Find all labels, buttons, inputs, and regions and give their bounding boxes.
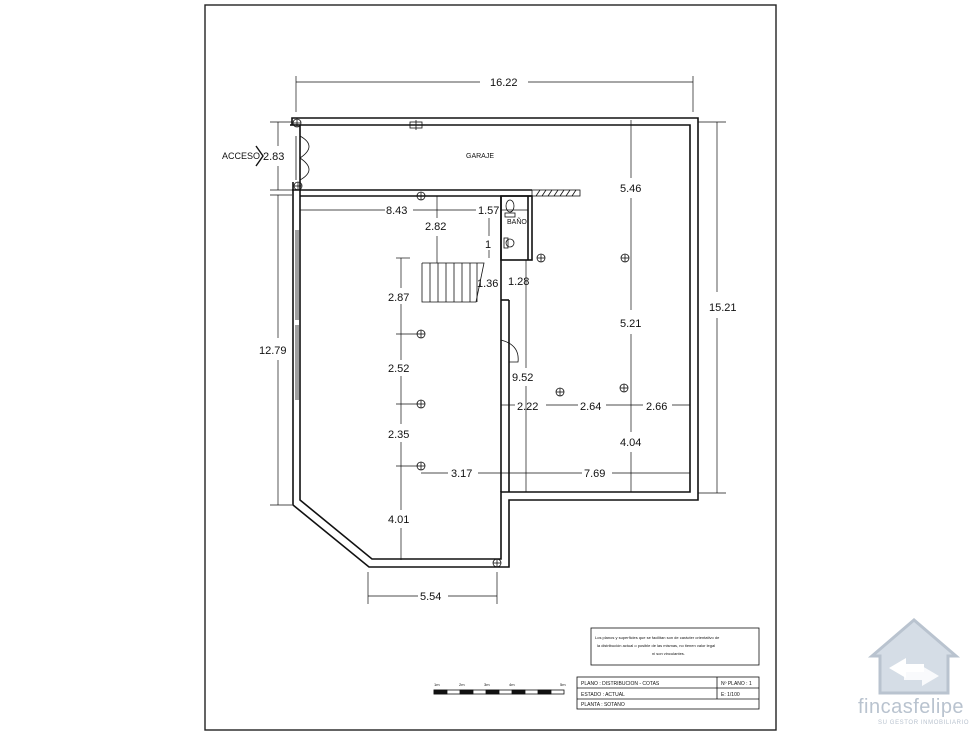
dim-right-height: 15.21 — [709, 302, 737, 314]
disclaimer-line: ni son vinculantes. — [652, 651, 685, 656]
brand-name: fincasfelipe — [858, 696, 965, 718]
left-windows — [295, 230, 299, 400]
label-garage: GARAJE — [466, 153, 494, 160]
dim-access-width: 2.83 — [263, 151, 284, 163]
sheet-frame — [204, 4, 777, 731]
disclaimer-box — [590, 627, 760, 666]
dim-left-height: 12.79 — [259, 345, 287, 357]
dim-span-c: 2.66 — [646, 401, 667, 413]
column-marker — [619, 383, 629, 393]
bath-fixtures — [503, 199, 516, 249]
access-arrow-icon — [255, 145, 264, 167]
title-planta: PLANTA : SOTANO — [581, 702, 625, 708]
column-marker — [620, 253, 630, 263]
column-markers — [292, 118, 630, 568]
dim-top-width: 16.22 — [490, 77, 518, 89]
dim-mid-right: 5.21 — [620, 318, 641, 330]
disclaimer-line: Los planos y superficies que se facilita… — [595, 635, 720, 640]
dim-bottom-width: 5.54 — [420, 591, 441, 603]
title-escala: E: 1/100 — [721, 692, 740, 698]
column-marker — [409, 120, 423, 130]
scale-label: 2m — [459, 682, 465, 687]
scale-label: 1m — [434, 682, 440, 687]
label-bathroom: BAÑO — [507, 217, 527, 226]
label-access: ACCESO — [222, 151, 260, 161]
dim-span-a: 2.22 — [517, 401, 538, 413]
hatched-beam — [531, 189, 581, 197]
column-marker — [536, 253, 546, 263]
dim-garage-depth: 5.46 — [620, 183, 641, 195]
column-marker — [293, 181, 303, 191]
dim-col-b: 2.52 — [388, 363, 409, 375]
column-marker — [492, 558, 502, 568]
title-numero: Nº PLANO : 1 — [721, 681, 752, 687]
dim-bath-width: 1.57 — [478, 205, 499, 217]
dim-corridor: 9.52 — [512, 372, 533, 384]
dim-stair-width: 1.36 — [477, 278, 498, 290]
column-marker — [292, 118, 302, 128]
disclaimer-line: la distribución actual o posible de las … — [597, 643, 715, 648]
access-door — [295, 135, 310, 181]
staircase — [421, 262, 485, 303]
dim-col-d: 4.01 — [388, 514, 409, 526]
dim-span-b: 2.64 — [580, 401, 601, 413]
column-marker — [555, 387, 565, 397]
column-marker — [416, 461, 426, 471]
scale-label: 4m — [509, 682, 515, 687]
title-plano: PLANO : DISTRIBUCION - COTAS — [581, 681, 660, 687]
scale-label: 3m — [484, 682, 490, 687]
dim-lower-right: 4.04 — [620, 437, 641, 449]
dim-bath-door: 1.28 — [508, 276, 529, 288]
dim-bottom-right: 7.69 — [584, 468, 605, 480]
corridor-door — [500, 339, 519, 363]
outer-walls — [290, 117, 699, 568]
dim-col-c: 2.35 — [388, 429, 409, 441]
column-marker — [416, 329, 426, 339]
column-marker — [416, 191, 426, 201]
dim-stair-depth: 2.82 — [425, 221, 446, 233]
scale-label: 5m — [560, 682, 566, 687]
house-logo-icon — [867, 618, 961, 695]
dim-interior-width: 8.43 — [386, 205, 407, 217]
dim-col-a: 2.87 — [388, 292, 409, 304]
title-block — [576, 676, 760, 710]
dimension-lines — [270, 76, 726, 604]
scale-bar — [433, 689, 565, 695]
dim-bath-small: 1 — [485, 239, 491, 251]
brand-tagline: SU GESTOR INMOBILIARIO — [878, 720, 970, 726]
dim-bottom-left: 3.17 — [451, 468, 472, 480]
column-marker — [416, 399, 426, 409]
title-estado: ESTADO : ACTUAL — [581, 692, 625, 698]
